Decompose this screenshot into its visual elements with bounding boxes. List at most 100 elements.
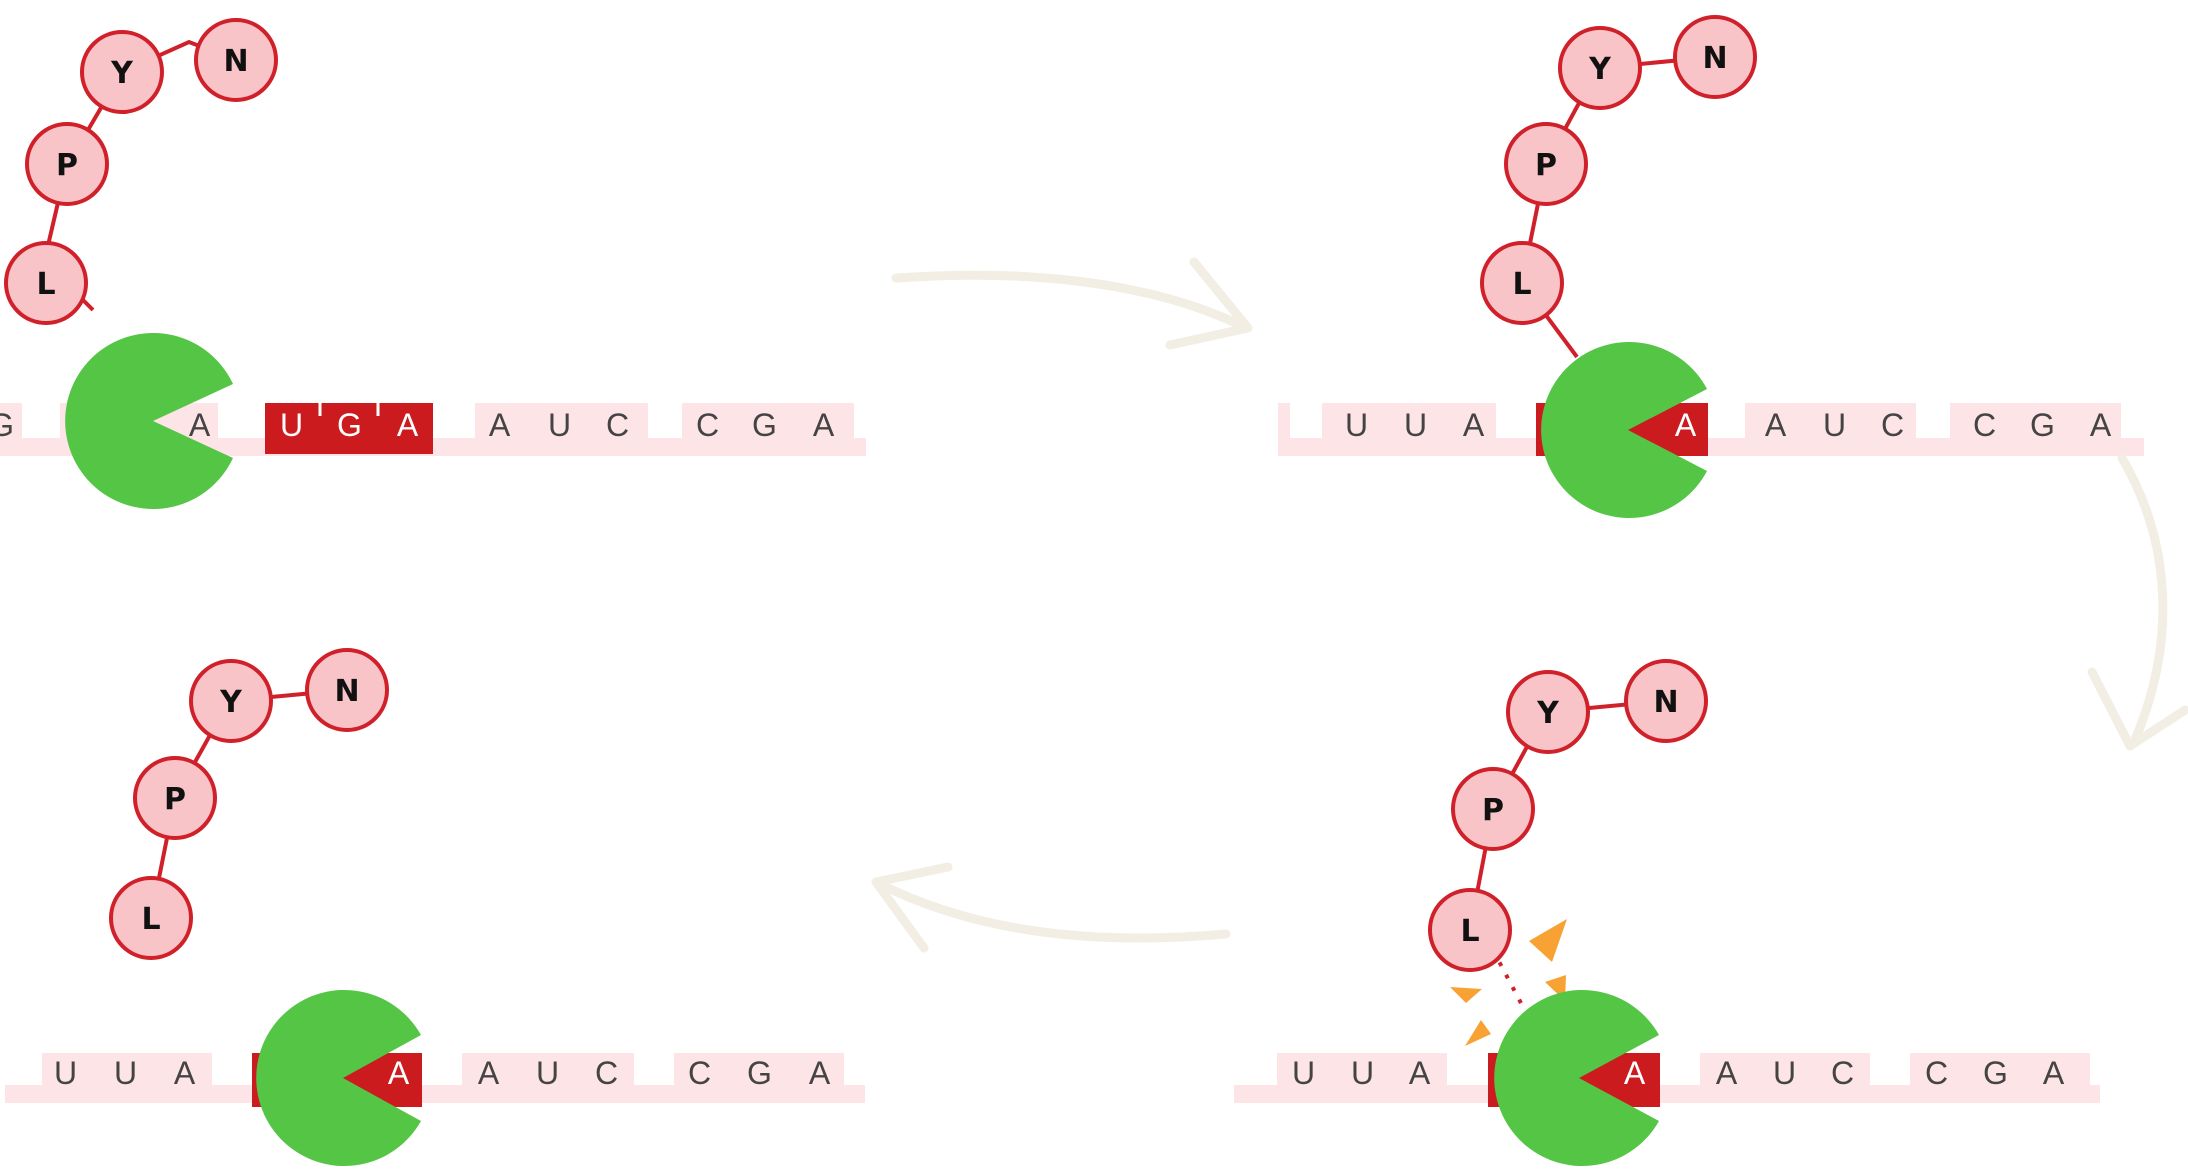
svg-text:N: N (334, 674, 359, 709)
stop-codon-base: G (337, 407, 363, 443)
codon-box (1910, 1053, 2090, 1091)
mrna-base: C (696, 407, 720, 443)
mrna-base: U (54, 1055, 78, 1091)
peptide-chain: L P Y N (4, 18, 278, 325)
codon-box (462, 1053, 634, 1091)
svg-text:L: L (1460, 914, 1479, 949)
mrna-base: G (747, 1055, 773, 1091)
svg-text:P: P (1482, 793, 1504, 828)
codon-box (1700, 1053, 1870, 1091)
codon-box (1278, 403, 1290, 443)
mrna-base: C (595, 1055, 619, 1091)
svg-text:N: N (1702, 41, 1727, 76)
svg-text:N: N (223, 44, 248, 79)
amino-acid: Y (1558, 26, 1642, 110)
mrna-base: A (813, 407, 835, 443)
mrna-base: U (1823, 407, 1847, 443)
curved-arrow-icon (871, 862, 1231, 953)
codon-box (1950, 403, 2121, 443)
amino-acid: L (4, 241, 88, 325)
stop-codon-box (265, 403, 433, 454)
stop-codon-base: A (1675, 407, 1697, 443)
broken-bond-line (1491, 949, 1524, 1006)
ribosome-icon (1541, 342, 1707, 518)
svg-text:P: P (56, 148, 78, 183)
mrna-backbone (1234, 1085, 2100, 1103)
codon-box (1745, 403, 1916, 443)
svg-text:N: N (1653, 685, 1678, 720)
mrna-base: G (2030, 407, 2056, 443)
mrna-strand: U U A A A U C C G A (5, 1053, 865, 1107)
mrna-base: A (478, 1055, 500, 1091)
peptide-chain: L P Y N (1428, 659, 1708, 1006)
amino-acid: Y (80, 30, 164, 114)
mrna-base: A (809, 1055, 831, 1091)
codon-box (475, 403, 648, 443)
panel-polypeptide-released: U U A A A U C C G A L P Y (5, 648, 865, 1166)
mrna-base: U (1773, 1055, 1797, 1091)
mrna-strand: U U A A A U C C G A (1234, 1053, 2100, 1107)
mrna-base: U (548, 407, 572, 443)
released-peptide-chain: L P Y N (109, 648, 389, 960)
codon-box (1322, 403, 1496, 443)
stop-codon-base: A (1624, 1055, 1646, 1091)
mrna-base: A (489, 407, 511, 443)
amino-acid: P (1451, 767, 1535, 851)
svg-text:Y: Y (1588, 52, 1612, 87)
amino-acid: P (1504, 122, 1588, 206)
peptide-chain: L P Y N (1480, 15, 1757, 359)
mrna-base: A (189, 407, 211, 443)
svg-text:L: L (141, 902, 160, 937)
svg-text:Y: Y (110, 56, 134, 91)
mrna-strand: U U A A A U C C G A (1278, 403, 2144, 456)
codon-box (42, 1053, 212, 1091)
svg-text:P: P (1535, 148, 1557, 183)
mrna-base: G (1983, 1055, 2009, 1091)
amino-acid: L (1428, 888, 1512, 972)
mrna-base: G (752, 407, 778, 443)
stop-codon-base: A (388, 1055, 410, 1091)
mrna-base: A (174, 1055, 196, 1091)
panel-ribosome-reaches-stop-codon: G A U G A A U C C G A L P Y (0, 18, 866, 510)
mrna-base: A (2090, 407, 2112, 443)
mrna-base: A (2043, 1055, 2065, 1091)
codon-box (674, 1053, 844, 1091)
mrna-base: A (1765, 407, 1787, 443)
amino-acid: P (133, 756, 217, 840)
mrna-base: U (1292, 1055, 1316, 1091)
svg-text:Y: Y (219, 685, 243, 720)
mrna-base: C (1881, 407, 1905, 443)
amino-acid: L (109, 876, 193, 960)
stop-codon-base: A (397, 407, 419, 443)
mrna-base: C (606, 407, 630, 443)
mrna-base: A (1716, 1055, 1738, 1091)
mrna-backbone (5, 1085, 865, 1103)
amino-acid: Y (1506, 670, 1590, 754)
mrna-base: U (114, 1055, 138, 1091)
svg-text:L: L (36, 267, 55, 302)
mrna-base: C (1831, 1055, 1855, 1091)
peptide-bond-line (149, 688, 346, 919)
curved-arrow-icon (891, 257, 1253, 350)
mrna-base: A (1463, 407, 1485, 443)
ribosome-icon (1494, 990, 1659, 1166)
mrna-base: C (1925, 1055, 1949, 1091)
mrna-base: C (1973, 407, 1997, 443)
svg-text:Y: Y (1536, 696, 1560, 731)
process-arrows (871, 257, 2188, 953)
mrna-base: C (688, 1055, 712, 1091)
mrna-base: U (1345, 407, 1369, 443)
panel-release-factor-binds: U U A A A U C C G A L P Y (1278, 15, 2144, 518)
curved-arrow-icon (2087, 453, 2188, 751)
mrna-base: U (1351, 1055, 1375, 1091)
mrna-base: U (536, 1055, 560, 1091)
svg-text:P: P (164, 782, 186, 817)
amino-acid: N (1673, 15, 1757, 99)
ribosome-icon (65, 333, 234, 510)
codon-box (682, 403, 854, 443)
panel-peptide-bond-cleaved: U U A A A U C C G A L P Y (1234, 659, 2100, 1166)
codon-box (1277, 1053, 1447, 1091)
peptide-bond-line (1468, 699, 1665, 931)
amino-acid: L (1480, 241, 1564, 325)
